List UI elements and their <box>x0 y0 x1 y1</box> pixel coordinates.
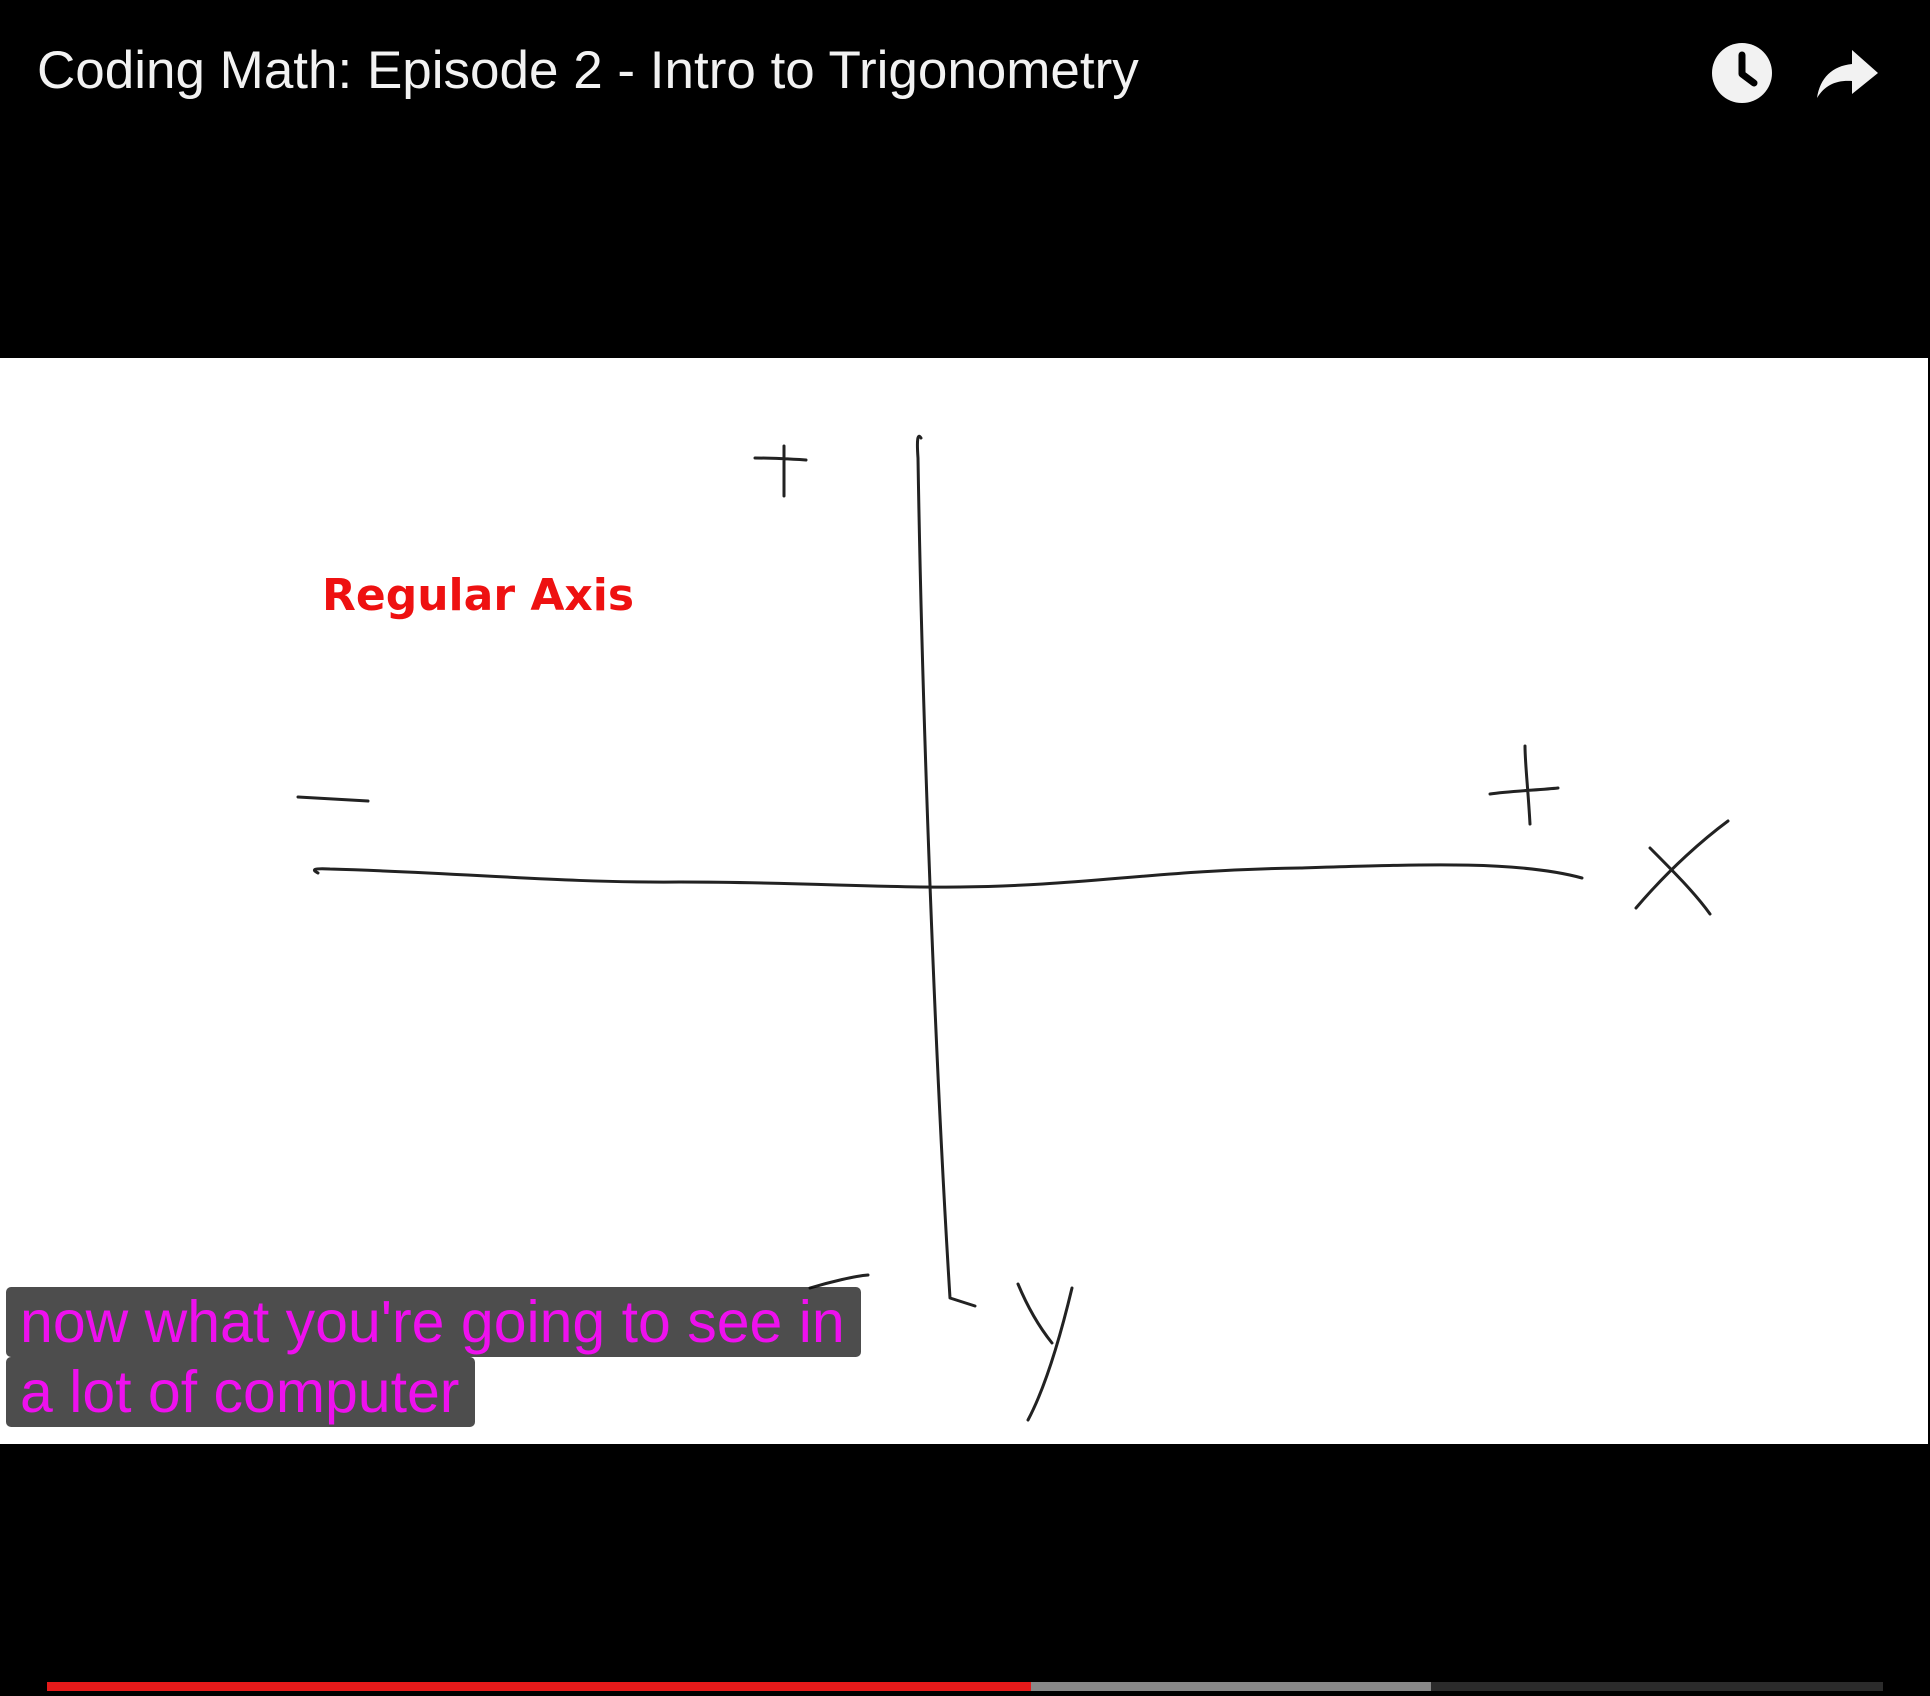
y-axis-letter <box>1016 1282 1074 1422</box>
player-top-bar: Coding Math: Episode 2 - Intro to Trigon… <box>0 0 1930 140</box>
x-negative-sign <box>296 795 370 803</box>
caption-line: now what you're going to see in <box>6 1287 861 1357</box>
y-negative-sign <box>808 1273 870 1290</box>
caption-window: now what you're going to see in a lot of… <box>6 1287 861 1427</box>
y-axis-line <box>915 434 977 1308</box>
caption-line: a lot of computer <box>6 1357 476 1427</box>
progress-bar[interactable] <box>47 1682 1883 1691</box>
video-title[interactable]: Coding Math: Episode 2 - Intro to Trigon… <box>37 41 1139 100</box>
x-positive-sign <box>1488 744 1560 826</box>
video-frame[interactable]: Regular Axis <box>0 358 1928 1444</box>
hand-drawn-axes <box>296 434 1730 1422</box>
x-axis-line <box>312 863 1584 889</box>
x-axis-letter <box>1634 819 1730 916</box>
progress-played <box>47 1682 1032 1691</box>
annotation-label[interactable]: Regular Axis <box>322 570 635 621</box>
share-arrow-icon[interactable] <box>1812 38 1882 108</box>
clock-icon[interactable] <box>1707 38 1777 108</box>
y-positive-sign <box>753 444 808 498</box>
